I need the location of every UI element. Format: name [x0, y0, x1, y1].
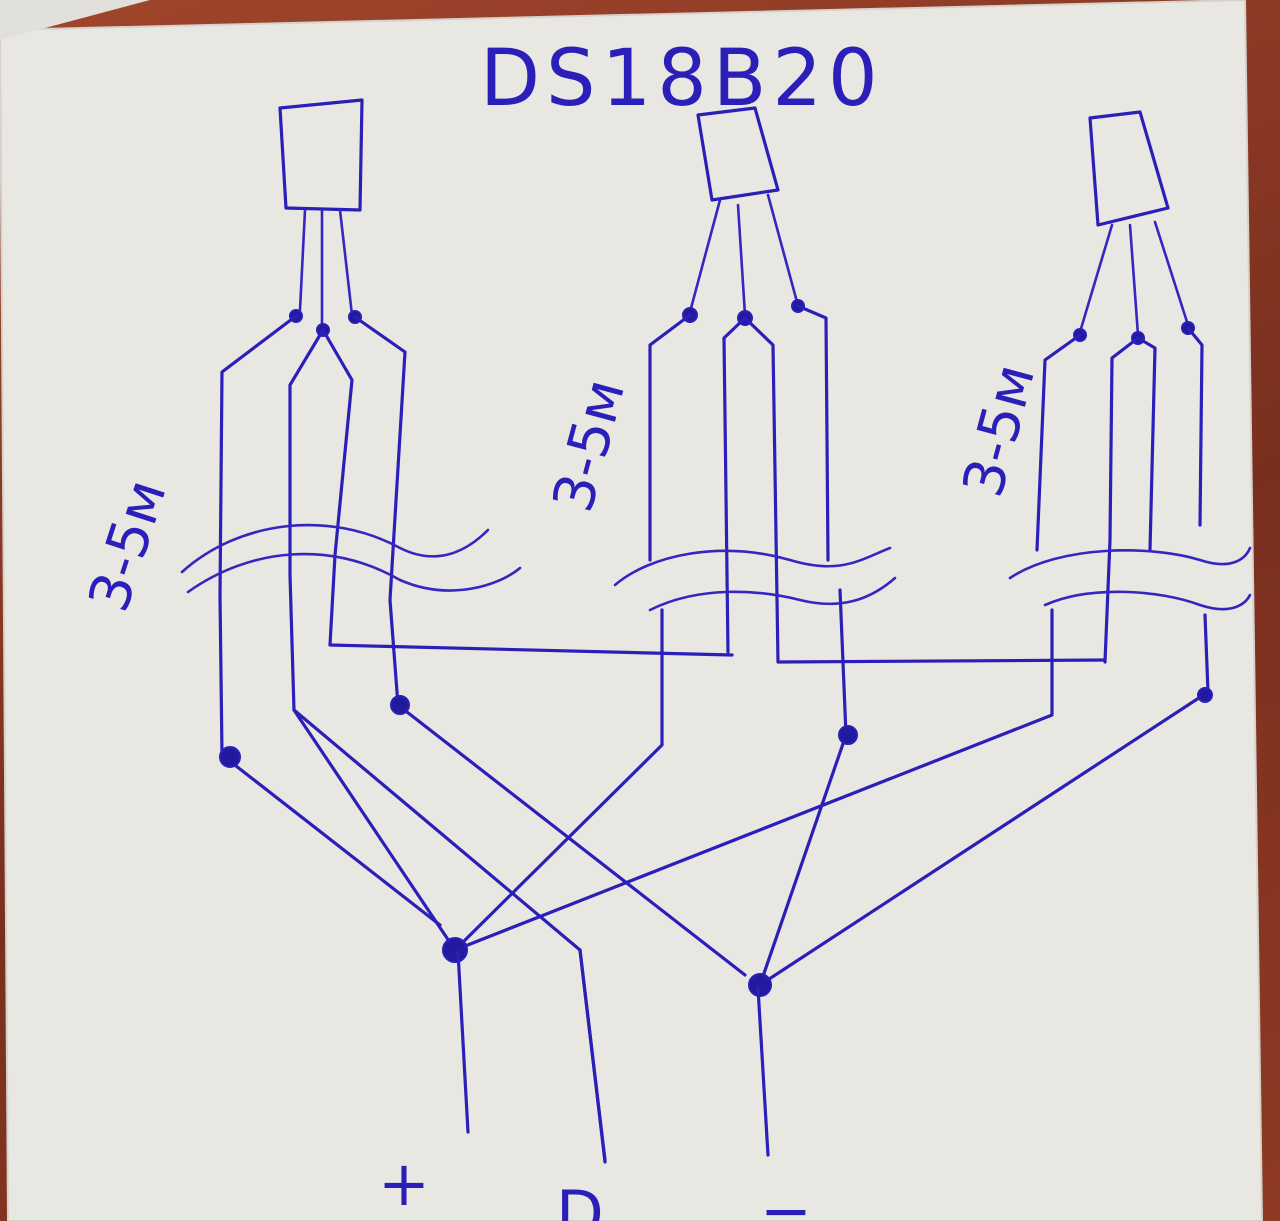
terminal-plus-label: + [378, 1147, 430, 1220]
sensor-1-legs [298, 208, 354, 327]
lead-data [756, 986, 770, 1157]
bus-data-line [396, 703, 747, 977]
bus-plus-line [220, 753, 442, 927]
sensor-3-legs [1078, 220, 1190, 337]
corner-paper [0, 0, 150, 40]
sensor-1-wire-data [288, 328, 457, 952]
sensor-1-wire-plus [218, 314, 298, 757]
junction-s2-data [838, 725, 858, 745]
junction-data-main [748, 973, 772, 997]
junction-s1-plus [219, 746, 241, 768]
sensor-3-body-icon [1088, 110, 1170, 227]
sensor-1-wire-gnd-a [321, 328, 734, 657]
sensor-1-cable-break [180, 523, 522, 594]
junction-plus-main [442, 937, 468, 963]
sensor-3-wire-gnd-a [1035, 333, 1082, 552]
diagram-title: DS18B20 [480, 34, 884, 124]
sensor-2-legs [688, 193, 799, 317]
sensor-2-wire-gnd-a [722, 316, 747, 654]
sensor-3-wire-gnd-b [1103, 336, 1140, 664]
sensor-2-body-icon [696, 106, 780, 202]
sensor-2-wire-plus [453, 313, 692, 952]
sensor-2-wire-gnd-b [743, 316, 1107, 664]
lead-ground [578, 948, 607, 1164]
lead-plus [456, 950, 470, 1134]
sensor-1-wire-gnd-b [353, 315, 407, 707]
sensor-3-cable-break [1008, 546, 1252, 611]
junction-s1-data [390, 695, 410, 715]
sensor-3-wire-plus [453, 336, 1157, 952]
sensor-2-cable-break [613, 546, 897, 612]
sensor-1-body-icon [278, 98, 364, 212]
junction-s3-data [1197, 687, 1213, 703]
terminal-data-label: D [556, 1177, 604, 1221]
terminal-minus-label: − [760, 1174, 812, 1221]
